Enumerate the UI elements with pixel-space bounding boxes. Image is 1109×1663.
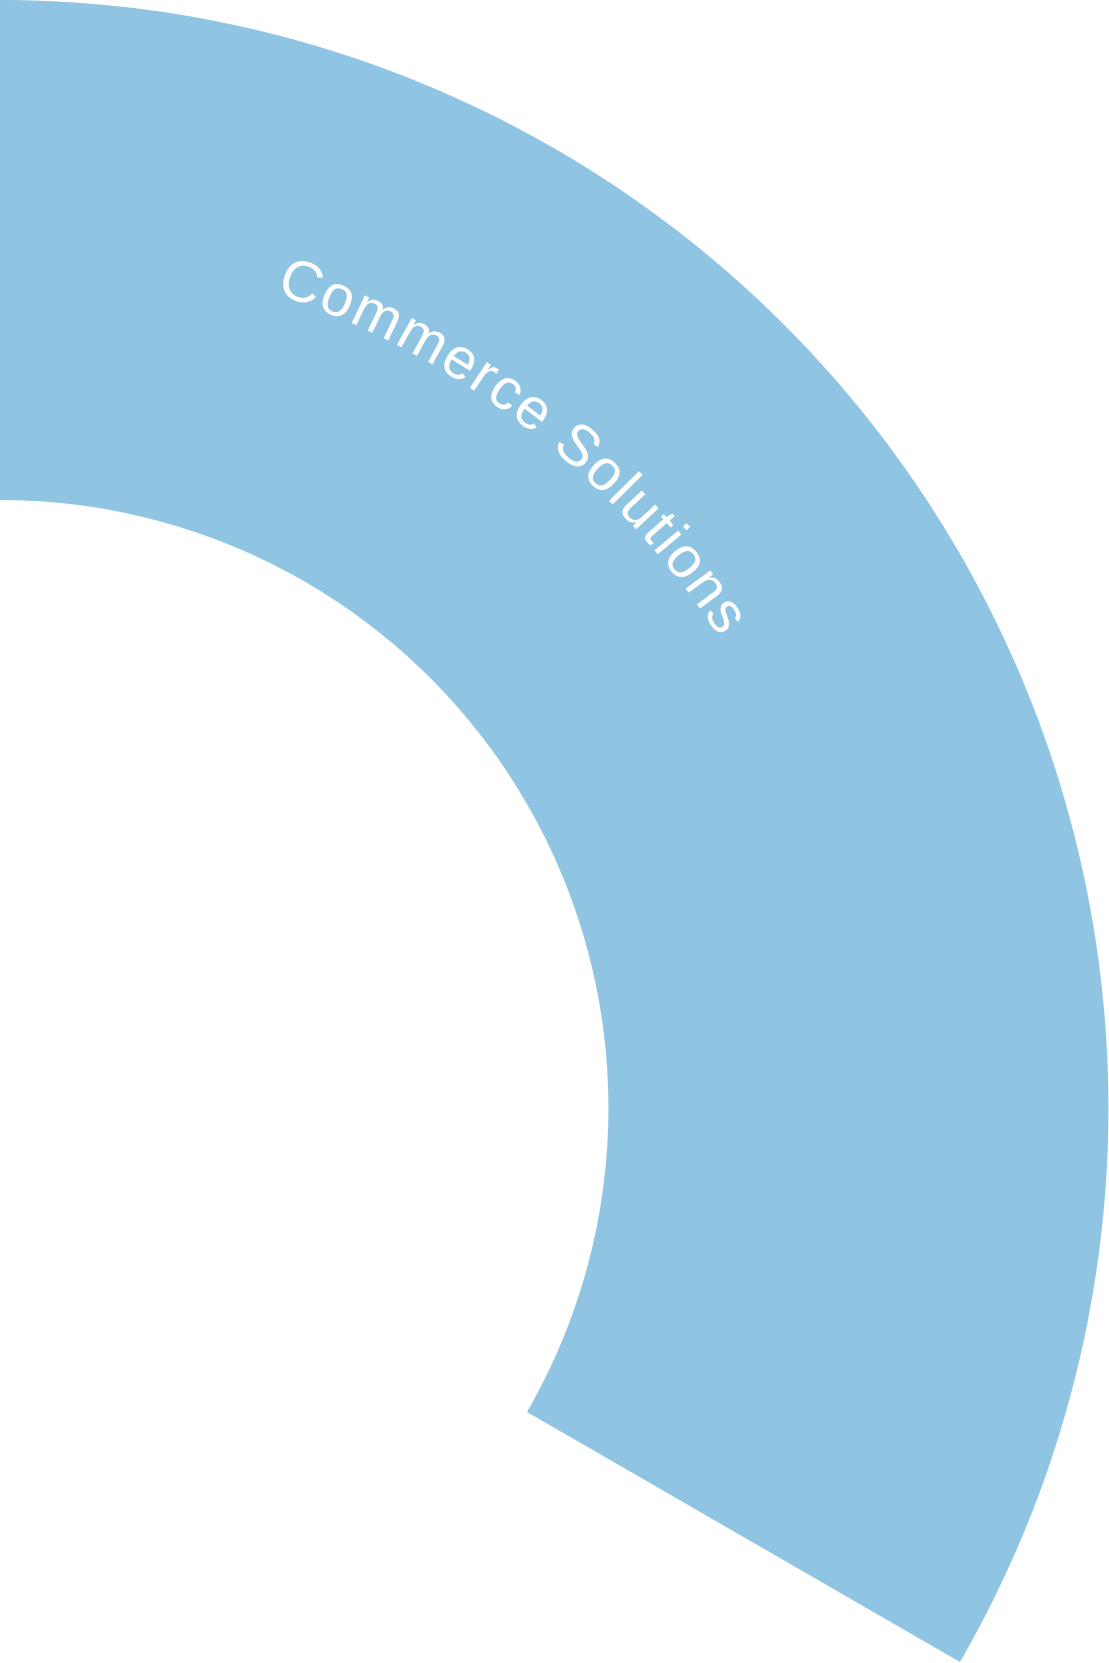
ring-diagram: Commerce Solutions bbox=[0, 0, 1109, 1662]
ring-segment[interactable] bbox=[0, 0, 1109, 1662]
